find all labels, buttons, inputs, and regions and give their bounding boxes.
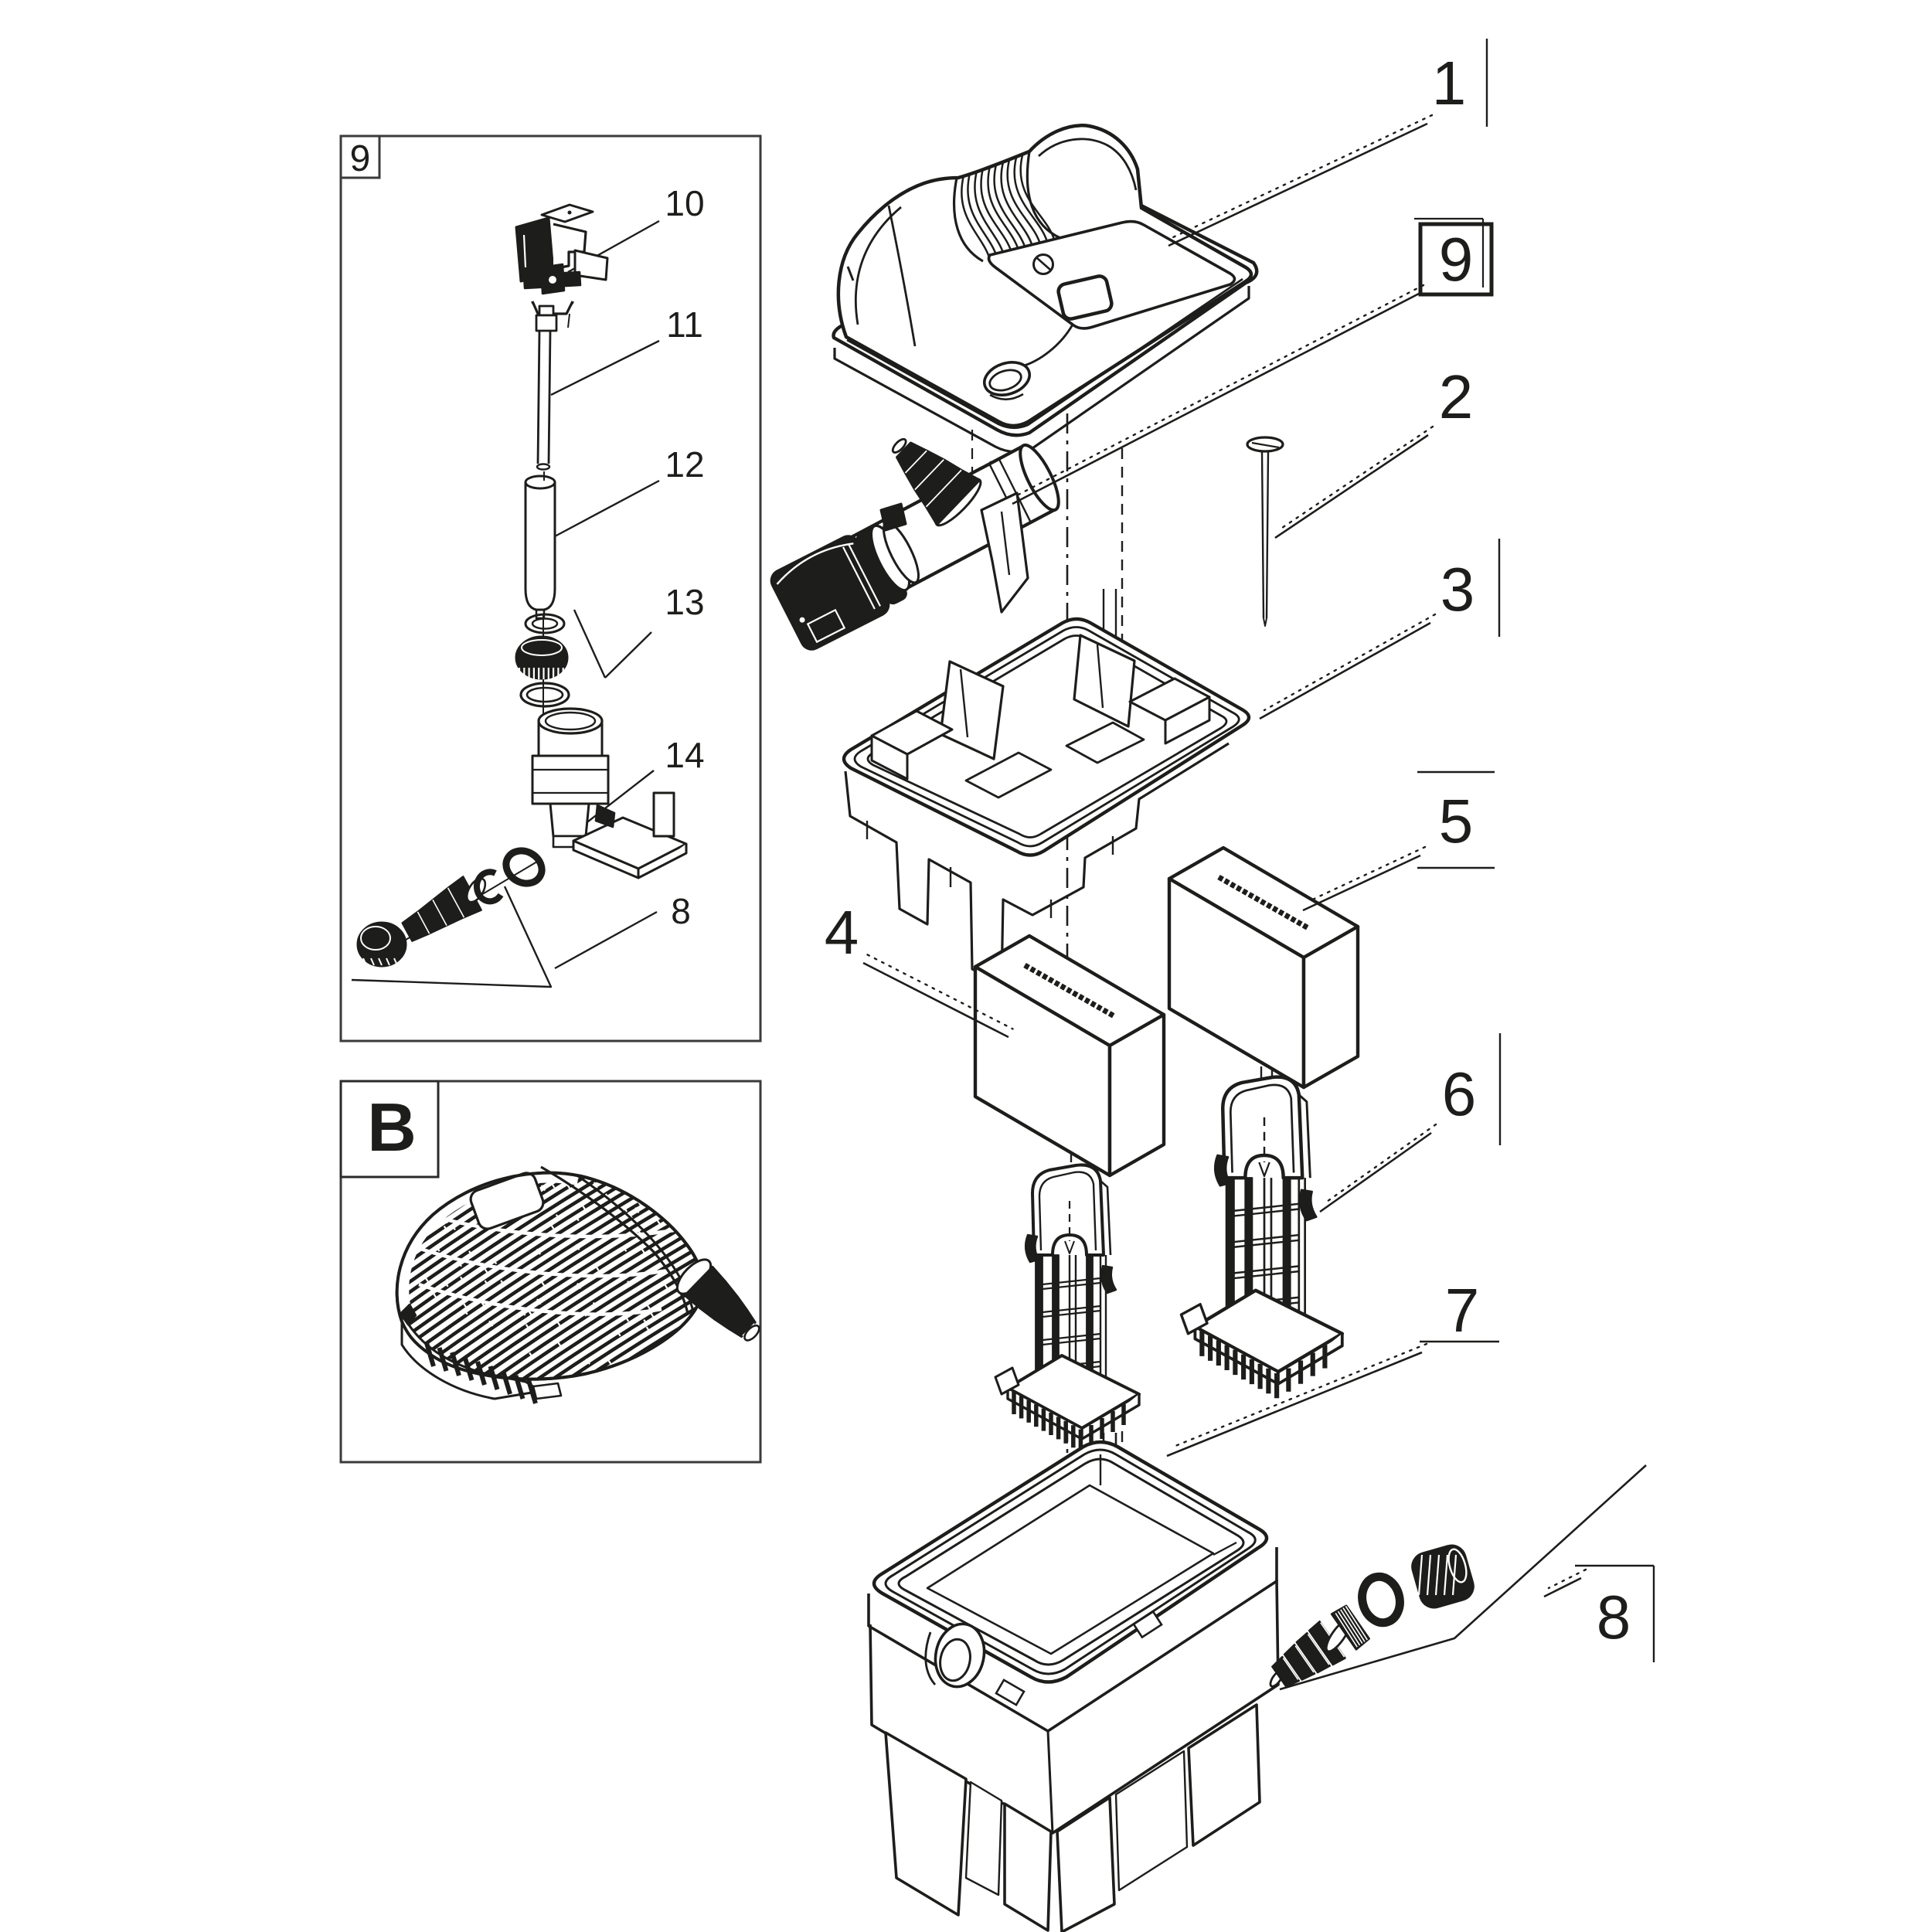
- svg-text:14: 14: [665, 735, 704, 775]
- svg-text:9: 9: [350, 138, 371, 179]
- svg-text:4: 4: [825, 898, 859, 967]
- svg-text:8: 8: [671, 891, 691, 931]
- svg-text:10: 10: [665, 183, 704, 223]
- svg-text:11: 11: [666, 304, 703, 345]
- svg-text:12: 12: [665, 444, 704, 485]
- svg-text:5: 5: [1439, 787, 1474, 855]
- svg-text:6: 6: [1442, 1060, 1477, 1128]
- svg-text:1: 1: [1432, 49, 1467, 117]
- svg-text:B: B: [367, 1089, 417, 1165]
- svg-text:9: 9: [1439, 225, 1474, 294]
- svg-text:7: 7: [1445, 1276, 1480, 1345]
- svg-text:2: 2: [1439, 362, 1474, 431]
- svg-text:3: 3: [1440, 555, 1475, 624]
- svg-text:13: 13: [665, 582, 704, 622]
- svg-text:8: 8: [1597, 1583, 1631, 1651]
